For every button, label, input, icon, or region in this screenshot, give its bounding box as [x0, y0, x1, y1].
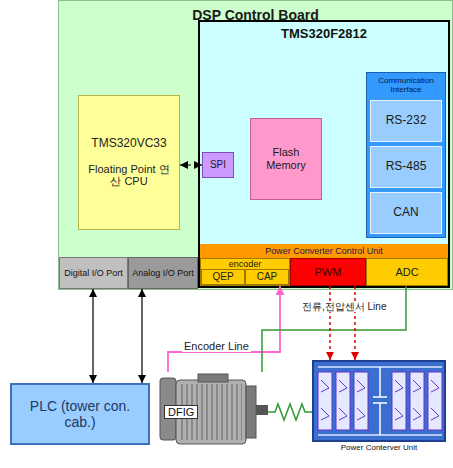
node-label: ADC [395, 266, 418, 279]
connector [329, 286, 331, 360]
memory-box: Flash Memory [250, 118, 322, 200]
port-box: RS-232 [370, 100, 442, 142]
node-label: DFIG [164, 405, 198, 420]
converter-ground [312, 360, 446, 442]
flange [246, 386, 256, 438]
node-label: RS-485 [386, 160, 427, 174]
node-label: Digital I/O Port [64, 268, 123, 278]
interface-box: SPI [202, 152, 234, 178]
edge-label-holder: 전류,전압센서 Line [300, 296, 388, 314]
node-label: Communication Interface [367, 76, 445, 94]
switch-module [392, 372, 406, 430]
control-unit-band: Power Converter Control Unit [200, 244, 448, 258]
switch-module [354, 372, 368, 430]
line-label: 전류,전압센서 Line [300, 301, 388, 312]
comm-group-box: RS-232RS-485CAN Communication Interface [366, 72, 446, 238]
node-body: Floating Point 연산 CPU [86, 163, 172, 188]
plc-box: PLC (tower con. cab.) [10, 383, 150, 445]
dsp-chip-box: SPI Flash Memory RS-232RS-485CAN Communicat… [198, 20, 450, 288]
connector [168, 286, 280, 372]
connector [262, 286, 406, 372]
terminal-box [198, 374, 228, 382]
switch-module [428, 372, 442, 430]
node-label: QEP [212, 271, 233, 283]
shaft [256, 405, 268, 415]
node-label: SPI [210, 159, 226, 171]
io-port-box: Digital I/O Port [59, 257, 128, 289]
switch-module [336, 372, 350, 430]
edge-label-holder: Encoder Line [182, 336, 251, 354]
node-label: TMS320VC33 [91, 137, 166, 151]
encoder-box: QEP CAP encoder [200, 258, 290, 286]
converter-illustration [312, 360, 446, 442]
switch-module [318, 372, 332, 430]
connector [141, 289, 142, 383]
switch-symbol [395, 380, 403, 420]
node-label: Power Conterver Unit [304, 443, 453, 452]
peripheral-box: QEP [201, 269, 245, 285]
node-label: CAP [257, 271, 278, 283]
port-box: RS-485 [370, 146, 442, 188]
node-label: PLC (tower con. cab.) [17, 398, 143, 430]
node-label: Analog I/O Port [132, 268, 194, 278]
pwm-box: PWM [290, 258, 366, 286]
node-label: CAN [393, 206, 418, 220]
cpu-box: TMS320VC33Floating Point 연산 CPU [78, 95, 180, 230]
node-label: DSP Control Board [59, 7, 452, 23]
converter-box: Power Conterver Unit [312, 360, 446, 442]
board-panel: TMS320VC33Floating Point 연산 CPU SPI Flash … [58, 0, 453, 290]
adc-box: ADC [366, 258, 448, 286]
port-box: CAN [370, 192, 442, 234]
dc-capacitor [373, 367, 387, 435]
connector [180, 164, 202, 165]
line-label: Encoder Line [182, 340, 251, 352]
node-label: TMS320F2812 [200, 27, 448, 42]
connector [354, 286, 356, 360]
node-label: RS-232 [386, 114, 427, 128]
connector [92, 289, 93, 383]
switch-symbol [357, 380, 365, 420]
generator-figure: DFIG [158, 372, 268, 452]
node-label: Power Converter Control Unit [265, 246, 383, 256]
switch-symbol [339, 380, 347, 420]
node-label: encoder [201, 259, 289, 269]
io-port-box: Analog I/O Port [128, 257, 198, 289]
switch-symbol [413, 380, 421, 420]
connector [268, 404, 312, 420]
dfig-machine [160, 374, 268, 444]
switch-module [410, 372, 424, 430]
caption-holder: Power Conterver Unit [304, 443, 453, 452]
switch-symbol [431, 380, 439, 420]
switch-symbol [321, 380, 329, 420]
node-label: PWM [315, 266, 342, 279]
peripheral-box: CAP [245, 269, 289, 285]
node-label: Flash Memory [253, 146, 319, 171]
